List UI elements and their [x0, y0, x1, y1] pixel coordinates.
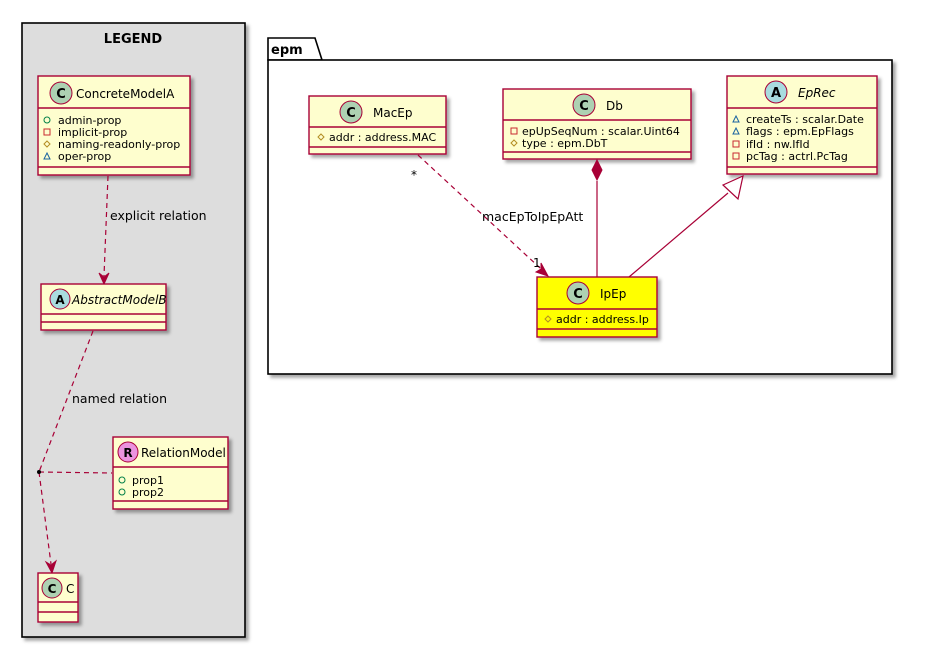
abstract-model-b-class[interactable]: A AbstractModelB — [40, 283, 167, 331]
class-name: AbstractModelB — [71, 293, 167, 307]
abstract-badge-icon — [49, 288, 71, 310]
concrete-model-a-class[interactable]: C ConcreteModelA admin-prop implicit-pro… — [37, 75, 191, 176]
private-icon — [732, 152, 740, 160]
protected-icon — [317, 133, 325, 141]
prop: addr : address.Ip — [556, 313, 649, 326]
prop: prop1 — [132, 474, 164, 487]
private-icon — [43, 128, 51, 136]
class-badge-icon — [566, 281, 590, 305]
legend-title: LEGEND — [104, 32, 163, 47]
package-name: epm — [271, 43, 303, 58]
named-relation-label: named relation — [72, 391, 167, 406]
explicit-relation-label: explicit relation — [110, 208, 207, 223]
macep-to-ipep-association: macEpToIpEpAtt * 1 — [411, 154, 583, 277]
relation-model-class[interactable]: R RelationModel prop1 prop2 — [112, 436, 229, 510]
prop: oper-prop — [58, 150, 111, 163]
prop: prop2 — [132, 486, 164, 499]
public-icon — [118, 476, 126, 484]
public-icon — [118, 488, 126, 496]
class-name: RelationModel — [141, 446, 226, 460]
prop: type : epm.DbT — [522, 137, 608, 150]
class-badge-icon — [572, 93, 596, 117]
class-name: C — [66, 582, 74, 596]
abstract-badge-icon — [764, 80, 788, 104]
class-name: IpEp — [600, 287, 626, 301]
multiplicity-from: * — [411, 168, 417, 182]
c-class[interactable]: C C — [37, 572, 79, 623]
relation-badge-icon — [117, 441, 139, 463]
public-icon — [43, 116, 51, 124]
class-name: EpRec — [798, 86, 836, 100]
package-private-icon — [732, 126, 740, 135]
inheritance-triangle-icon — [721, 174, 744, 201]
svg-text:C: C — [573, 287, 583, 302]
svg-text:A: A — [55, 293, 65, 307]
prop: pcTag : actrl.PcTag — [746, 150, 848, 163]
ipep-class[interactable]: C IpEp addr : address.Ip — [536, 276, 658, 338]
prop: admin-prop — [58, 114, 121, 127]
class-badge-icon — [41, 577, 63, 599]
eprec-class[interactable]: A EpRec createTs : scalar.Date flags : e… — [726, 75, 878, 175]
explicit-relation-arrow: explicit relation — [98, 175, 207, 286]
named-relation-arrow: named relation — [37, 330, 167, 575]
epm-package: epm C MacEp addr : address.MAC C Db epUp… — [267, 37, 893, 375]
svg-text:R: R — [123, 446, 132, 460]
prop: flags : epm.EpFlags — [746, 125, 854, 138]
private-icon — [732, 140, 740, 148]
svg-text:C: C — [48, 582, 57, 596]
macep-class[interactable]: C MacEp addr : address.MAC — [308, 95, 447, 155]
package-private-icon — [43, 151, 51, 160]
svg-text:A: A — [771, 86, 781, 101]
protected-icon — [43, 140, 51, 148]
class-badge-icon — [339, 100, 363, 124]
package-private-icon — [732, 114, 740, 123]
association-point — [37, 470, 41, 474]
prop: epUpSeqNum : scalar.Uint64 — [522, 125, 680, 138]
private-icon — [510, 127, 518, 135]
class-name: MacEp — [373, 106, 413, 120]
prop: naming-readonly-prop — [58, 138, 180, 151]
class-badge-icon — [49, 81, 73, 105]
class-name: ConcreteModelA — [76, 87, 175, 101]
prop: implicit-prop — [58, 126, 127, 139]
svg-text:C: C — [579, 99, 589, 114]
composition-diamond-icon — [591, 158, 603, 182]
db-ipep-composition — [591, 158, 603, 277]
multiplicity-to: 1 — [533, 256, 541, 270]
db-class[interactable]: C Db epUpSeqNum : scalar.Uint64 type : e… — [502, 88, 692, 160]
legend-package: LEGEND C ConcreteModelA admin-prop impli… — [21, 22, 246, 638]
svg-text:C: C — [56, 87, 66, 102]
association-label: macEpToIpEpAtt — [482, 209, 583, 224]
protected-icon — [510, 139, 518, 147]
prop: addr : address.MAC — [329, 131, 436, 144]
prop: createTs : scalar.Date — [746, 113, 864, 126]
svg-text:C: C — [346, 106, 356, 121]
prop: ifId : nw.IfId — [746, 138, 810, 151]
eprec-ipep-inheritance — [628, 174, 744, 278]
protected-icon — [544, 315, 552, 323]
class-name: Db — [606, 99, 623, 113]
